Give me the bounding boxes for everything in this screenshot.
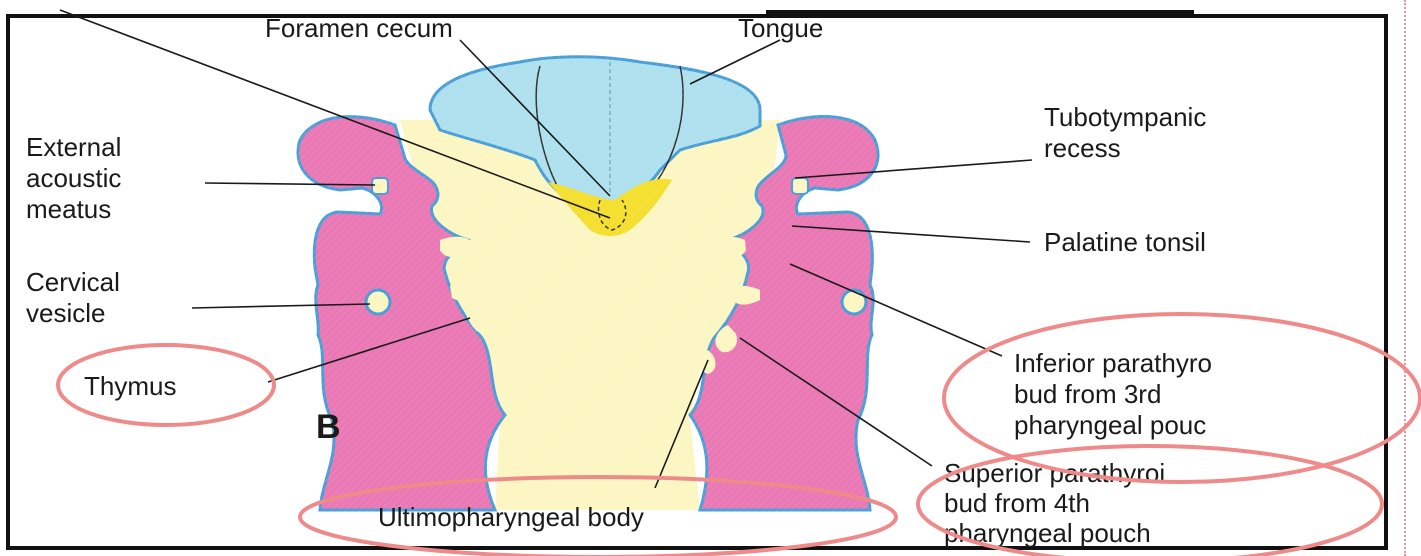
label-inferior-3: pharyngeal pouc <box>1014 410 1206 440</box>
label-cervical-2: vesicle <box>26 298 105 328</box>
external-meatus-left <box>372 178 388 194</box>
label-external-2: acoustic <box>26 163 121 193</box>
label-superior-2: bud from 4th <box>944 488 1090 518</box>
label-thymus: Thymus <box>84 371 176 401</box>
label-inferior-2: bud from 3rd <box>1014 379 1161 409</box>
panel-letter: B <box>316 408 341 446</box>
label-superior-1: Superior parathyroi <box>944 458 1165 488</box>
label-tubotympanic-2: recess <box>1044 133 1121 163</box>
label-ultimopharyngeal: Ultimopharyngeal body <box>378 502 644 532</box>
label-palatine-tonsil: Palatine tonsil <box>1044 227 1206 257</box>
label-external-3: meatus <box>26 194 111 224</box>
label-inferior-1: Inferior parathyro <box>1014 348 1212 378</box>
leader-tongue <box>690 40 780 84</box>
cervical-vesicle-left <box>366 290 390 314</box>
label-external-1: External <box>26 132 121 162</box>
label-tubotympanic-1: Tubotympanic <box>1044 102 1206 132</box>
cervical-vesicle-right <box>842 290 866 314</box>
label-tongue: Tongue <box>738 13 823 43</box>
label-cervical-1: Cervical <box>26 267 120 297</box>
external-meatus-right <box>792 178 808 194</box>
label-foramen-cecum: Foramen cecum <box>265 13 453 43</box>
